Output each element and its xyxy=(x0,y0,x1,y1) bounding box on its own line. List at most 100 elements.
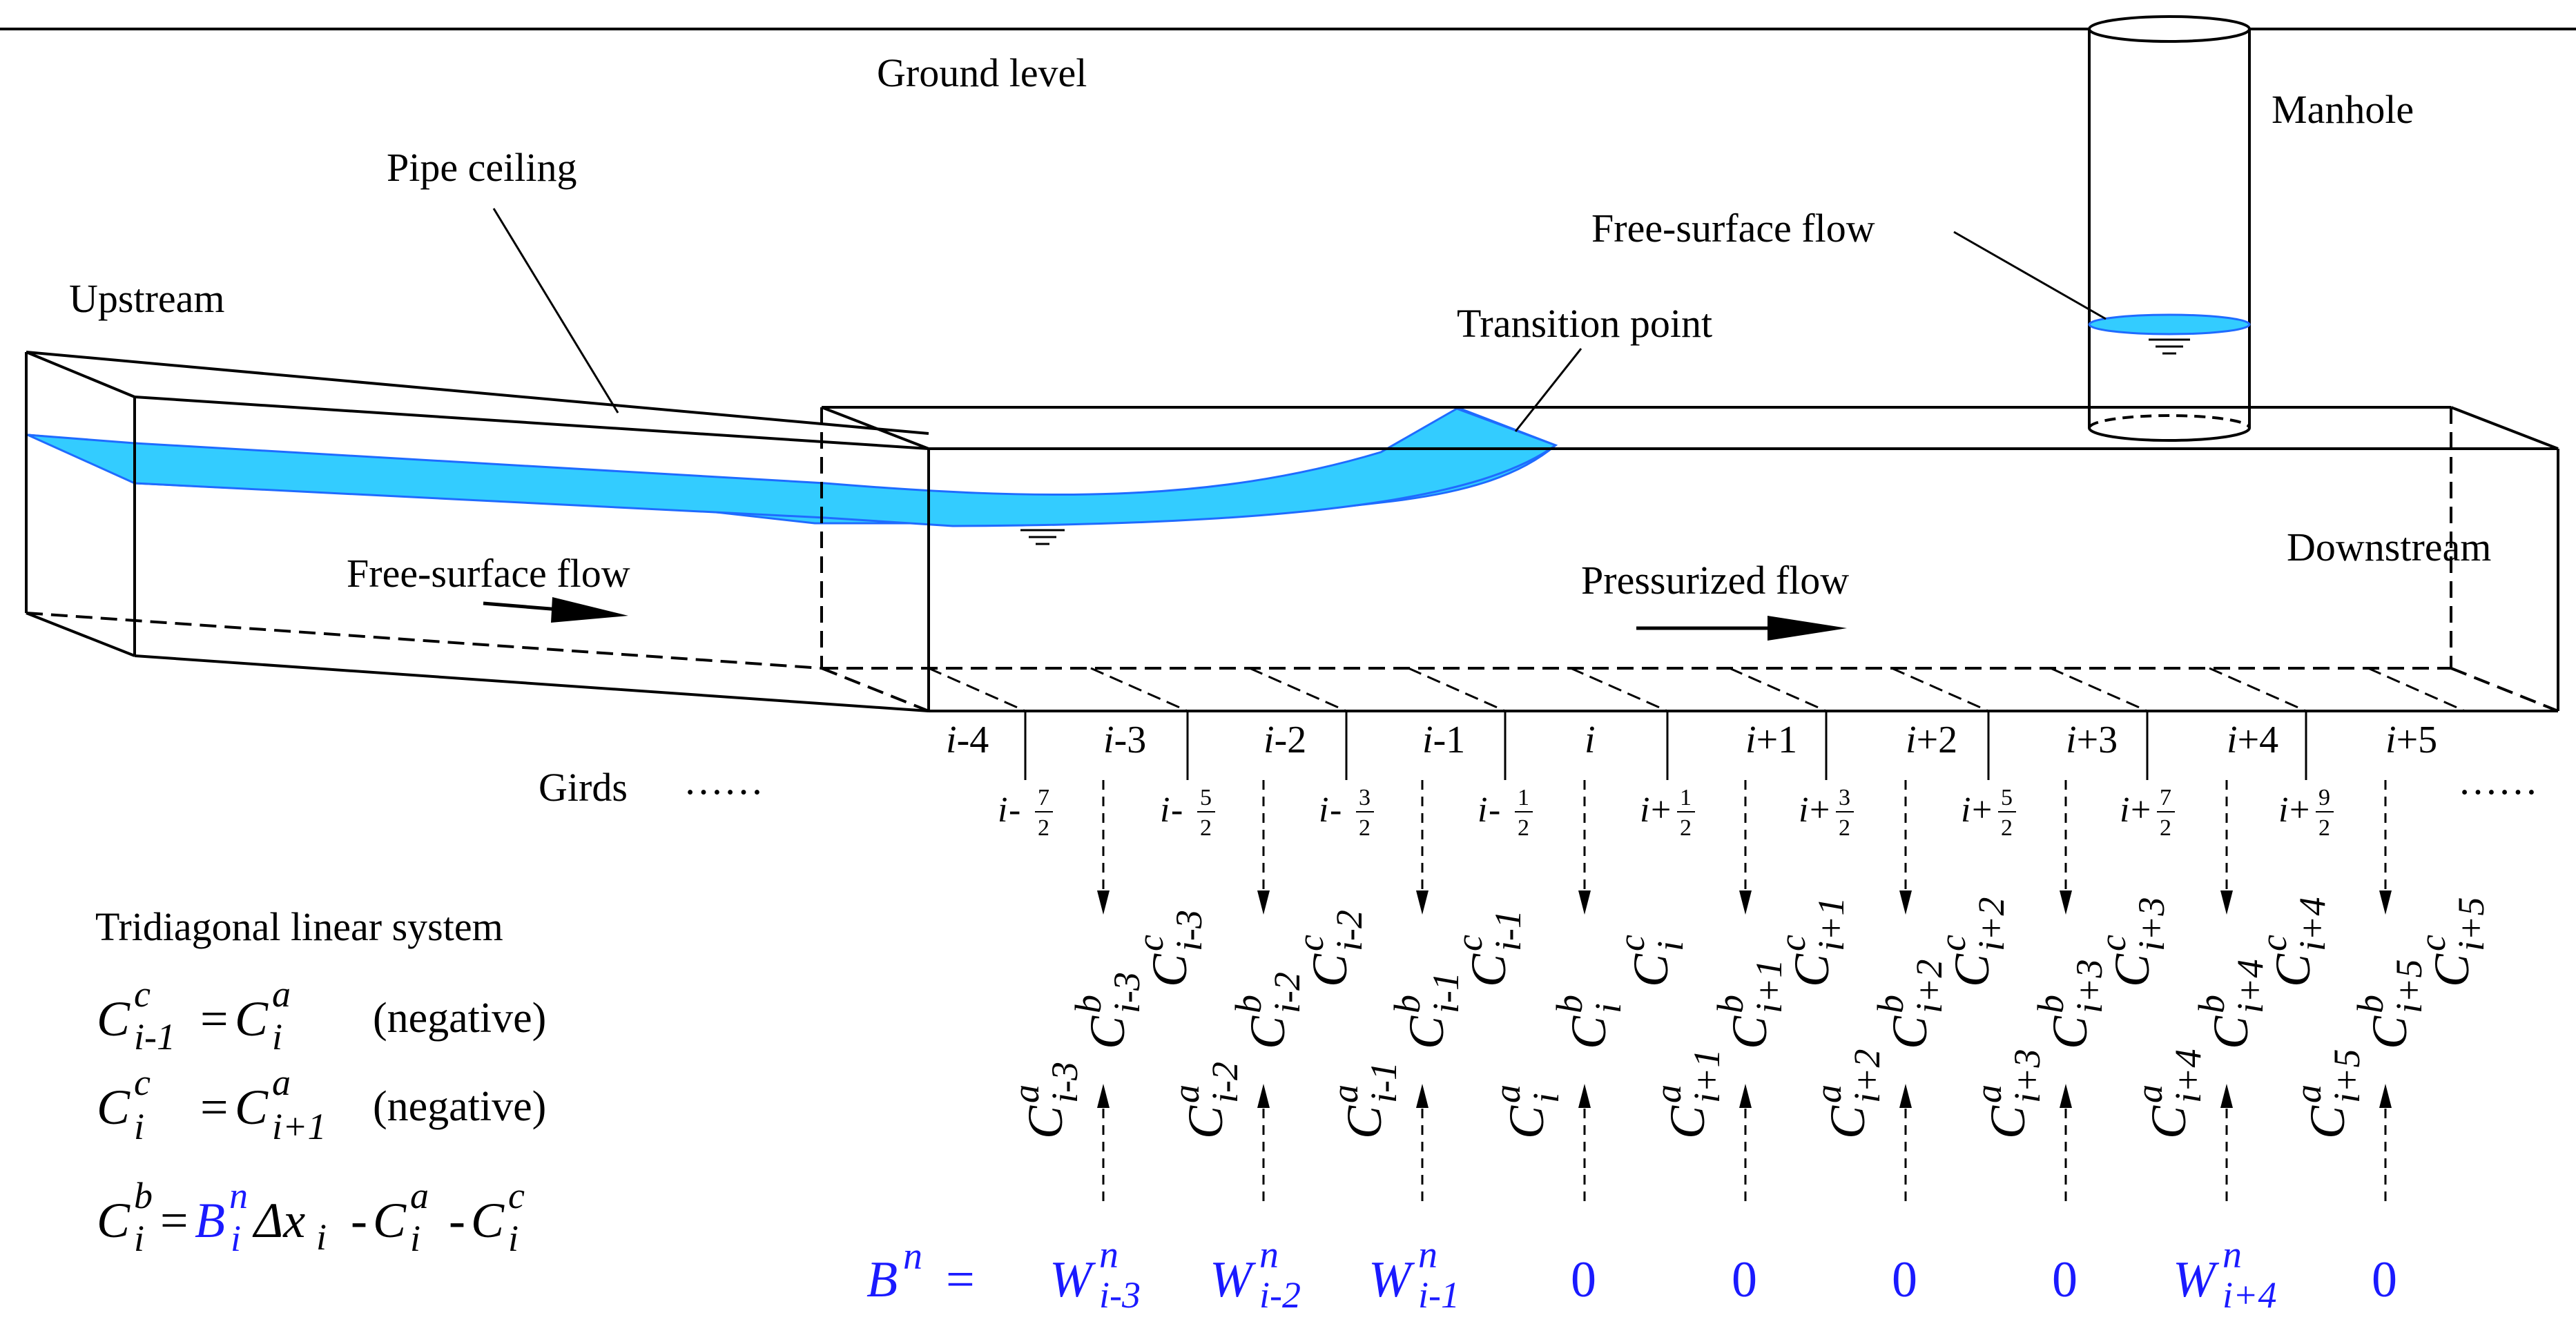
b-vector-zero: 0 xyxy=(2052,1252,2078,1308)
svg-text:i: i xyxy=(134,1218,144,1259)
half-node-label: i xyxy=(1799,790,1808,830)
svg-text:i+2: i+2 xyxy=(1908,960,1950,1013)
b-vector-w-sup: n xyxy=(1099,1234,1118,1276)
svg-text:C: C xyxy=(373,1193,407,1248)
svg-text:C: C xyxy=(1882,1015,1937,1049)
half-node-num: 5 xyxy=(1200,785,1212,810)
pipe-ceiling-label: Pipe ceiling xyxy=(387,145,577,190)
svg-text:b: b xyxy=(1710,995,1751,1013)
arrowhead-up xyxy=(1257,1084,1270,1108)
grid-node-label: i-2 xyxy=(1263,719,1306,761)
svg-text:i+2: i+2 xyxy=(1846,1049,1888,1103)
half-node-num: 1 xyxy=(1518,785,1529,810)
half-node-label: i xyxy=(1319,790,1328,830)
coef-b-label: Cbi-2 xyxy=(1228,972,1308,1049)
half-node-den: 2 xyxy=(1680,815,1692,841)
half-node-num: 9 xyxy=(2318,785,2330,810)
coef-c-label: Cci+1 xyxy=(1772,897,1852,987)
svg-text:(negative): (negative) xyxy=(373,995,546,1042)
coef-a-label: Cai-1 xyxy=(1324,1062,1404,1139)
arrowhead-down xyxy=(2060,890,2072,915)
svg-text:i: i xyxy=(508,1218,519,1259)
arrowhead-down xyxy=(1739,890,1752,915)
b-vector-zero: 0 xyxy=(1892,1252,1917,1308)
half-node-den: 2 xyxy=(1200,815,1212,841)
b-vector-w: W xyxy=(1368,1252,1415,1308)
svg-text:b: b xyxy=(1067,995,1109,1013)
b-vector-zero: 0 xyxy=(1732,1252,1757,1308)
half-node-label: i xyxy=(1961,790,1970,830)
grid-node-label: i xyxy=(1585,719,1596,761)
svg-text:a: a xyxy=(272,973,291,1015)
coef-b-label: Cbi+2 xyxy=(1870,960,1950,1049)
svg-text:c: c xyxy=(2253,935,2294,951)
arrowhead-up xyxy=(1739,1084,1752,1108)
half-node-den: 2 xyxy=(1359,815,1371,841)
equation-2: C c i = C a i+1 (negative) xyxy=(97,1062,546,1147)
svg-text:c: c xyxy=(508,1175,525,1216)
svg-text:i-3: i-3 xyxy=(1168,910,1210,951)
coef-b-label: Cbi+5 xyxy=(2350,960,2430,1049)
svg-text:C: C xyxy=(1240,1015,1295,1049)
svg-text:C: C xyxy=(471,1193,505,1248)
coef-b-label: Cbi+3 xyxy=(2030,960,2110,1049)
arrowhead-up xyxy=(2379,1084,2392,1108)
svg-text:c: c xyxy=(1611,935,1652,951)
half-node-sign: + xyxy=(2289,790,2309,830)
svg-text:i: i xyxy=(231,1218,241,1259)
b-vector-w-sup: n xyxy=(1259,1234,1279,1276)
svg-text:a: a xyxy=(2287,1084,2329,1103)
arrowhead-down xyxy=(1899,890,1912,915)
coef-b-label: Cbi-1 xyxy=(1386,972,1466,1049)
svg-text:a: a xyxy=(1968,1084,2009,1103)
svg-text:C: C xyxy=(1722,1015,1777,1049)
girds-label: Girds xyxy=(539,765,628,810)
grid-node-label: i+3 xyxy=(2066,719,2118,761)
svg-text:a: a xyxy=(410,1175,429,1216)
arrowhead-down xyxy=(1416,890,1429,915)
coef-a-label: Cai-2 xyxy=(1165,1062,1246,1139)
coef-c-label: Cci-1 xyxy=(1449,910,1529,987)
svg-text:i+1: i+1 xyxy=(1686,1049,1727,1103)
grid-node-label: i+1 xyxy=(1745,719,1797,761)
arrowhead-up xyxy=(1578,1084,1591,1108)
svg-text:i+4: i+4 xyxy=(2167,1049,2209,1103)
coef-b-label: Cbi+1 xyxy=(1710,960,1790,1049)
grid-node-label: i+2 xyxy=(1906,719,1957,761)
b-vector-w-sup: n xyxy=(1418,1234,1437,1276)
dots-right: …… xyxy=(2458,758,2538,803)
coef-c-label: Cci+2 xyxy=(1932,897,2012,987)
coef-a-label: Cai-3 xyxy=(1005,1062,1085,1139)
svg-text:i: i xyxy=(1525,1093,1567,1103)
svg-text:C: C xyxy=(1142,953,1197,987)
svg-text:c: c xyxy=(134,973,151,1015)
svg-text:B: B xyxy=(195,1193,225,1248)
svg-text:i: i xyxy=(1587,1003,1629,1013)
svg-text:C: C xyxy=(1337,1105,1392,1139)
svg-text:a: a xyxy=(1808,1084,1849,1103)
svg-text:i+3: i+3 xyxy=(2069,960,2110,1013)
svg-text:C: C xyxy=(2362,1015,2417,1049)
half-node-sign: - xyxy=(1009,790,1020,830)
manhole xyxy=(2088,15,2251,442)
half-node-sign: - xyxy=(1330,790,1342,830)
arrowhead-up xyxy=(2220,1084,2233,1108)
svg-text:i-3: i-3 xyxy=(1044,1062,1085,1103)
svg-text:a: a xyxy=(1165,1084,1207,1103)
pressurized-flow-label: Pressurized flow xyxy=(1581,558,1849,603)
half-node-num: 7 xyxy=(2160,785,2171,810)
svg-text:C: C xyxy=(1018,1105,1073,1139)
svg-text:-: - xyxy=(351,1193,367,1248)
manhole-water-surface xyxy=(2088,313,2251,335)
coef-c-label: Cci+5 xyxy=(2412,897,2492,987)
svg-text:(negative): (negative) xyxy=(373,1083,546,1130)
svg-text:i-1: i-1 xyxy=(1487,910,1529,951)
svg-text:C: C xyxy=(1080,1015,1135,1049)
svg-text:C: C xyxy=(2300,1105,2355,1139)
svg-text:C: C xyxy=(235,991,269,1046)
svg-text:c: c xyxy=(134,1062,151,1103)
coef-b-label: Cbi xyxy=(1549,995,1629,1049)
grid-node-label: i-4 xyxy=(946,719,989,761)
half-node-sign: - xyxy=(1489,790,1500,830)
